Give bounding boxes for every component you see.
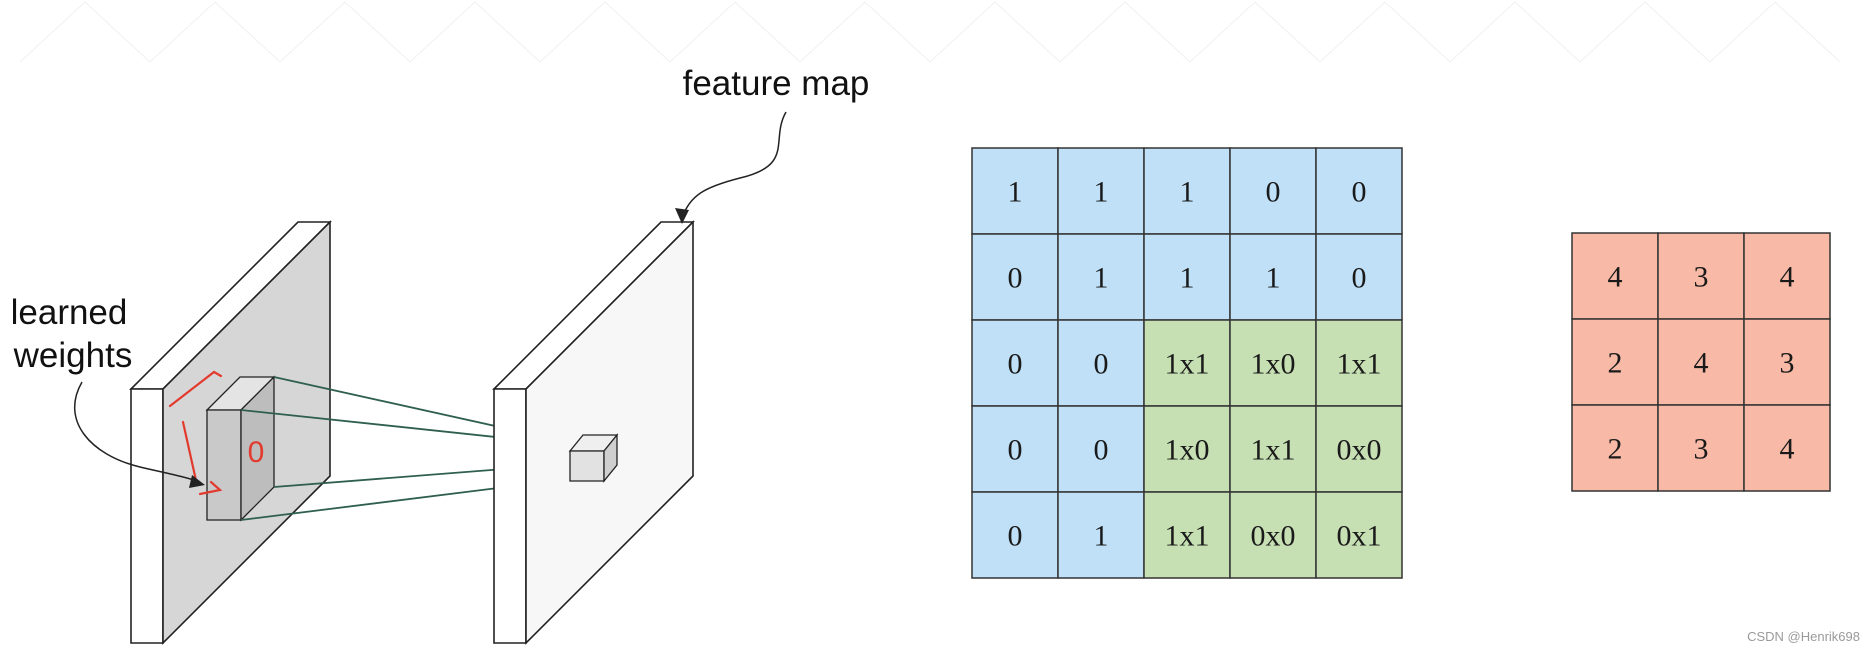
output-patch	[568, 433, 619, 483]
input-grid-cell-value: 0	[1094, 434, 1109, 467]
input-grid-cell-value: 0	[1352, 262, 1367, 295]
feature-map-arrow	[681, 111, 787, 219]
input-grid-cell	[1229, 233, 1317, 321]
feature-map-face	[525, 220, 694, 645]
kernel-box-front	[206, 409, 242, 521]
input-grid-cell-value: 1	[1266, 262, 1281, 295]
input-grid-cell-value: 1	[1094, 176, 1109, 209]
output-grid-cell	[1743, 404, 1831, 492]
input-grid-cell-value: 0x0	[1337, 434, 1382, 467]
input-grid-cell	[1315, 319, 1403, 407]
handwritten-digit: 0	[248, 436, 265, 469]
input-grid-cell	[1229, 491, 1317, 579]
input-grid-cell	[1057, 491, 1145, 579]
output-grid-cell-value: 4	[1780, 433, 1795, 466]
input-grid-cell-value: 0	[1352, 176, 1367, 209]
input-grid-cell-value: 1	[1094, 520, 1109, 553]
input-volume-side-face	[130, 388, 164, 644]
feature-map-volume	[492, 220, 695, 645]
input-grid-cell-value: 1x1	[1165, 520, 1210, 553]
input-grid: 1 1 1 0 0 0 1 1 1 0 0 0 1x1 1x0 1x1 0 0 1x0 1x1 0x0 0 1 1x1 0x0…	[971, 147, 1403, 579]
input-grid-cell	[971, 233, 1059, 321]
handwritten-bracket	[168, 370, 223, 496]
input-grid-cell-value: 0	[1094, 348, 1109, 381]
output-grid-cell-value: 2	[1608, 347, 1623, 380]
input-grid-cell	[1143, 491, 1231, 579]
output-grid-cell	[1743, 232, 1831, 320]
feature-map-arrowhead	[675, 208, 689, 224]
top-decoration	[19, 1, 1841, 63]
output-grid-cell-value: 2	[1608, 433, 1623, 466]
input-grid-cell-value: 1x0	[1165, 434, 1210, 467]
input-grid-cell-value: 0	[1266, 176, 1281, 209]
learned-weights-label-line1: learned	[11, 293, 128, 332]
output-patch-front	[569, 450, 605, 482]
input-grid-cell	[1315, 491, 1403, 579]
input-grid-cell-value: 0	[1008, 348, 1023, 381]
output-grid-cell-value: 3	[1694, 261, 1709, 294]
feature-map-label: feature map	[683, 64, 870, 103]
input-grid-cell-value: 1	[1180, 176, 1195, 209]
input-grid-cell	[1057, 405, 1145, 493]
output-grid-cell	[1657, 318, 1745, 406]
input-grid-cell-value: 1x1	[1251, 434, 1296, 467]
input-grid-cell-value: 0x0	[1251, 520, 1296, 553]
feature-map-side-face	[493, 388, 527, 644]
input-grid-cell	[1057, 233, 1145, 321]
input-grid-cell-value: 1x0	[1251, 348, 1296, 381]
input-grid-cell-value: 0	[1008, 262, 1023, 295]
input-grid-cell	[971, 319, 1059, 407]
input-grid-cell	[1315, 233, 1403, 321]
output-grid-cell-value: 3	[1780, 347, 1795, 380]
input-grid-cell-value: 0	[1008, 434, 1023, 467]
input-grid-cell-value: 1	[1094, 262, 1109, 295]
input-grid-cell-value: 1	[1180, 262, 1195, 295]
input-grid-cell-value: 1	[1008, 176, 1023, 209]
output-grid-cell	[1657, 232, 1745, 320]
input-grid-cell	[1315, 147, 1403, 235]
output-grid-cell-value: 3	[1694, 433, 1709, 466]
output-grid-cell-value: 4	[1694, 347, 1709, 380]
input-grid-cell-value: 0x1	[1337, 520, 1382, 553]
output-grid-cell	[1657, 404, 1745, 492]
input-grid-cell-value: 0	[1008, 520, 1023, 553]
handwritten-annotation	[168, 370, 223, 496]
input-grid-cell	[1143, 319, 1231, 407]
input-grid-cell-value: 1x1	[1165, 348, 1210, 381]
learned-weights-label-line2: weights	[13, 336, 133, 375]
learned-weights-arrowhead	[189, 475, 205, 488]
output-grid-cell	[1571, 232, 1659, 320]
output-grid-cell	[1743, 318, 1831, 406]
input-grid-cell-value: 1x1	[1337, 348, 1382, 381]
output-patch-right	[603, 433, 618, 483]
learned-weights-arrow	[74, 381, 200, 483]
watermark-text: CSDN @Henrik698	[1747, 629, 1860, 644]
output-grid-cell-value: 4	[1780, 261, 1795, 294]
input-grid-cell	[1143, 233, 1231, 321]
output-grid-cell-value: 4	[1608, 261, 1623, 294]
output-grid: 4 3 4 2 4 3 2 3 4	[1571, 232, 1831, 492]
